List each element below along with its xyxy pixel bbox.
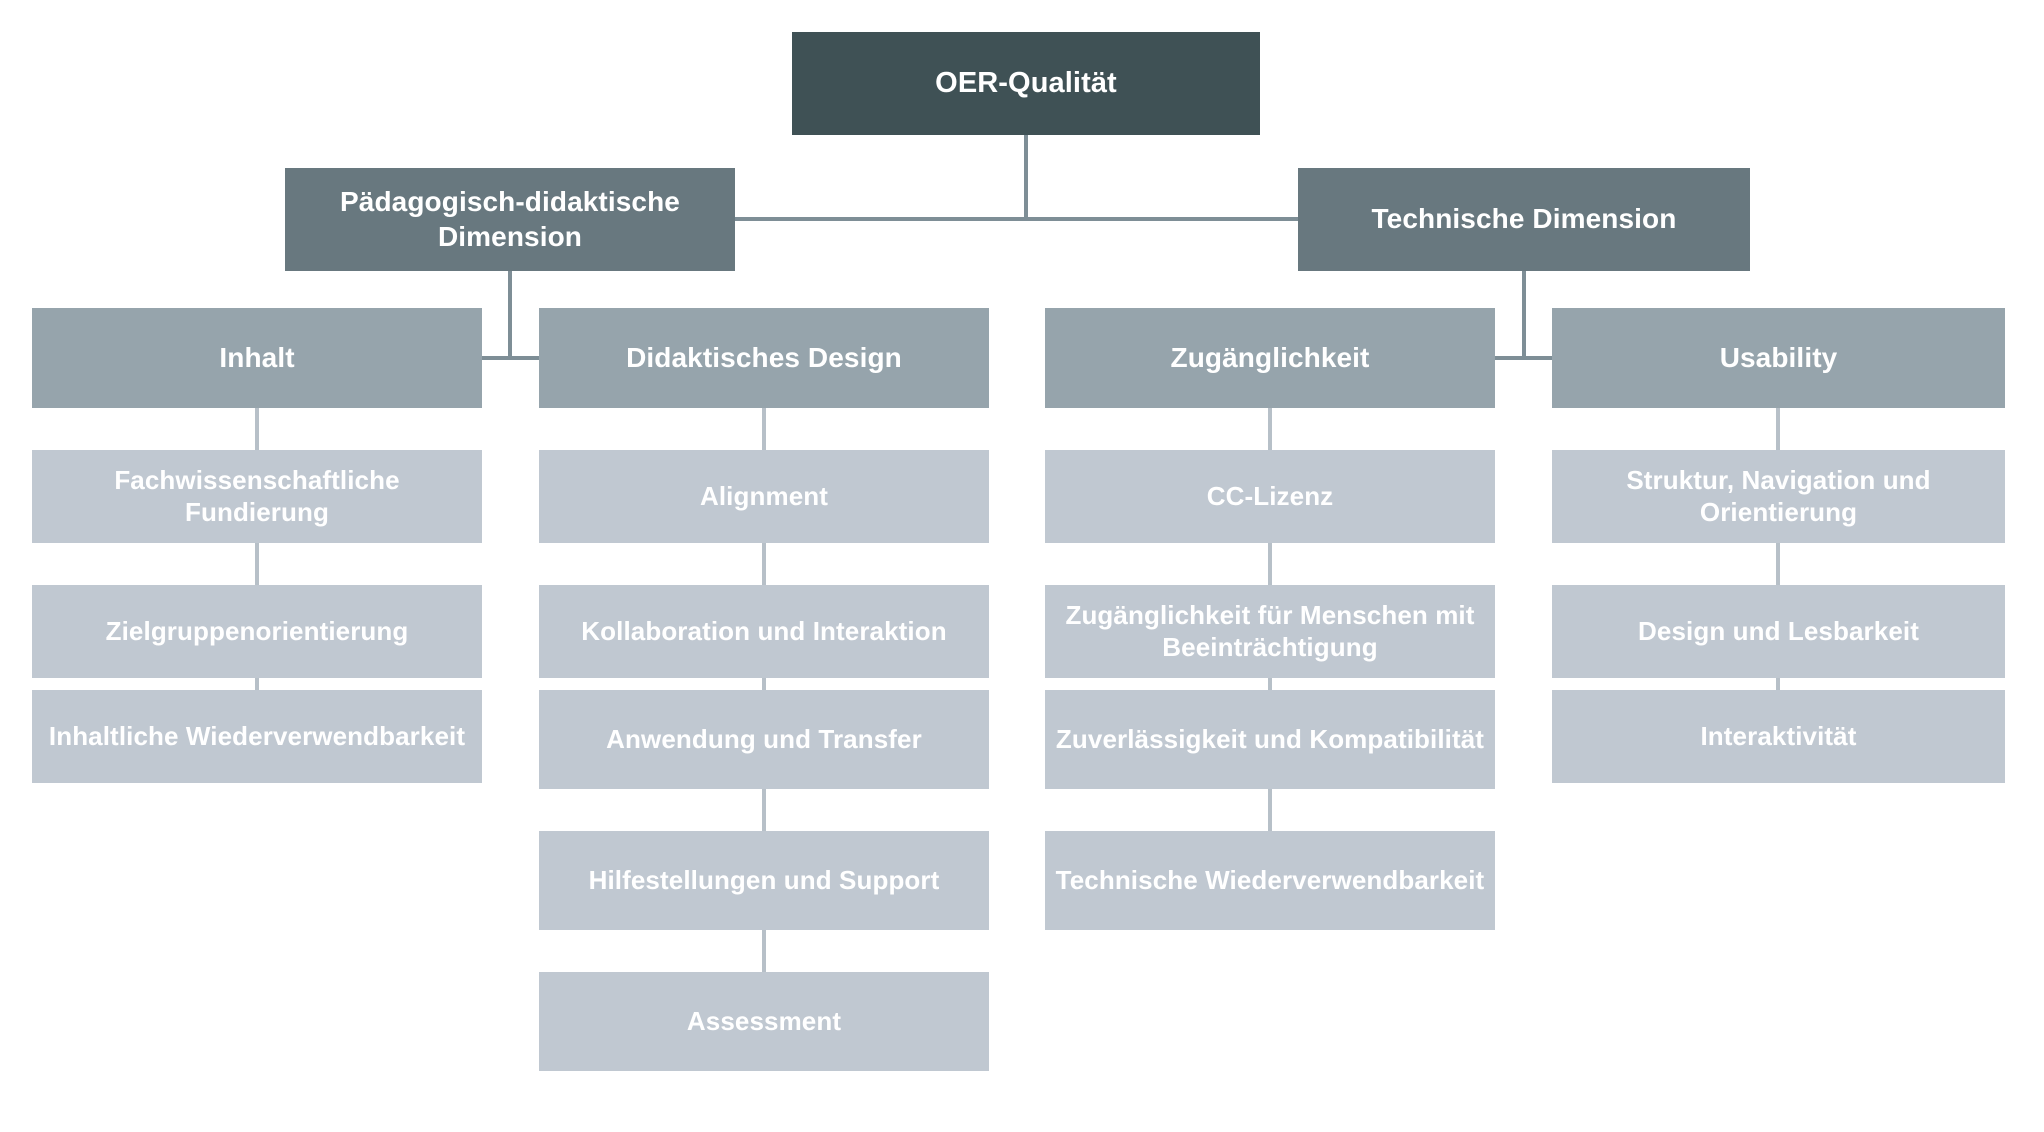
node-criterion-zugaenglichkeit-fuer-menschen-mit-beeintraechtigung[interactable]: Zugänglichkeit für Menschen mit Beeinträ… xyxy=(1045,585,1495,678)
connector-col3-4 xyxy=(1268,789,1272,831)
node-dimension-technische[interactable]: Technische Dimension xyxy=(1298,168,1750,271)
node-criterion-technische-wiederverwendbarkeit[interactable]: Technische Wiederverwendbarkeit xyxy=(1045,831,1495,930)
node-criterion-hilfestellungen-und-support[interactable]: Hilfestellungen und Support xyxy=(539,831,989,930)
node-criterion-cc-lizenz[interactable]: CC-Lizenz xyxy=(1045,450,1495,543)
node-criterion-inhaltliche-wiederverwendbarkeit[interactable]: Inhaltliche Wiederverwendbarkeit xyxy=(32,690,482,783)
node-criterion-zuverlaessigkeit-und-kompatibilitaet[interactable]: Zuverlässigkeit und Kompatibilität xyxy=(1045,690,1495,789)
node-criterion-zielgruppenorientierung[interactable]: Zielgruppenorientierung xyxy=(32,585,482,678)
node-root-oer-qualitaet[interactable]: OER-Qualität xyxy=(792,32,1260,135)
connector-dim-right-stem xyxy=(1522,270,1526,358)
connector-col4-2 xyxy=(1776,543,1780,585)
node-category-didaktisches-design[interactable]: Didaktisches Design xyxy=(539,308,989,408)
node-criterion-assessment[interactable]: Assessment xyxy=(539,972,989,1071)
node-category-zugaenglichkeit[interactable]: Zugänglichkeit xyxy=(1045,308,1495,408)
node-criterion-interaktivitaet[interactable]: Interaktivität xyxy=(1552,690,2005,783)
connector-dim-left-stem xyxy=(508,270,512,358)
connector-col2-1 xyxy=(762,408,766,450)
connector-col1-2 xyxy=(255,543,259,585)
connector-col3-1 xyxy=(1268,408,1272,450)
node-criterion-kollaboration-und-interaktion[interactable]: Kollaboration und Interaktion xyxy=(539,585,989,678)
connector-dim-left-spine xyxy=(480,356,542,360)
node-dimension-paedagogisch-didaktische[interactable]: Pädagogisch-didaktische Dimension xyxy=(285,168,735,271)
node-criterion-anwendung-und-transfer[interactable]: Anwendung und Transfer xyxy=(539,690,989,789)
connector-dim-right-spine xyxy=(1493,356,1555,360)
connector-col2-2 xyxy=(762,543,766,585)
node-criterion-design-und-lesbarkeit[interactable]: Design und Lesbarkeit xyxy=(1552,585,2005,678)
node-criterion-fachwissenschaftliche-fundierung[interactable]: Fachwissenschaftliche Fundierung xyxy=(32,450,482,543)
connector-col2-5 xyxy=(762,930,766,972)
connector-col1-1 xyxy=(255,408,259,450)
connector-col4-1 xyxy=(1776,408,1780,450)
node-category-inhalt[interactable]: Inhalt xyxy=(32,308,482,408)
node-criterion-alignment[interactable]: Alignment xyxy=(539,450,989,543)
connector-root-stem xyxy=(1024,135,1028,220)
connector-root-spine xyxy=(733,217,1300,221)
connector-col3-2 xyxy=(1268,543,1272,585)
node-category-usability[interactable]: Usability xyxy=(1552,308,2005,408)
connector-col2-4 xyxy=(762,789,766,831)
node-criterion-struktur-navigation-und-orientierung[interactable]: Struktur, Navigation und Orientierung xyxy=(1552,450,2005,543)
